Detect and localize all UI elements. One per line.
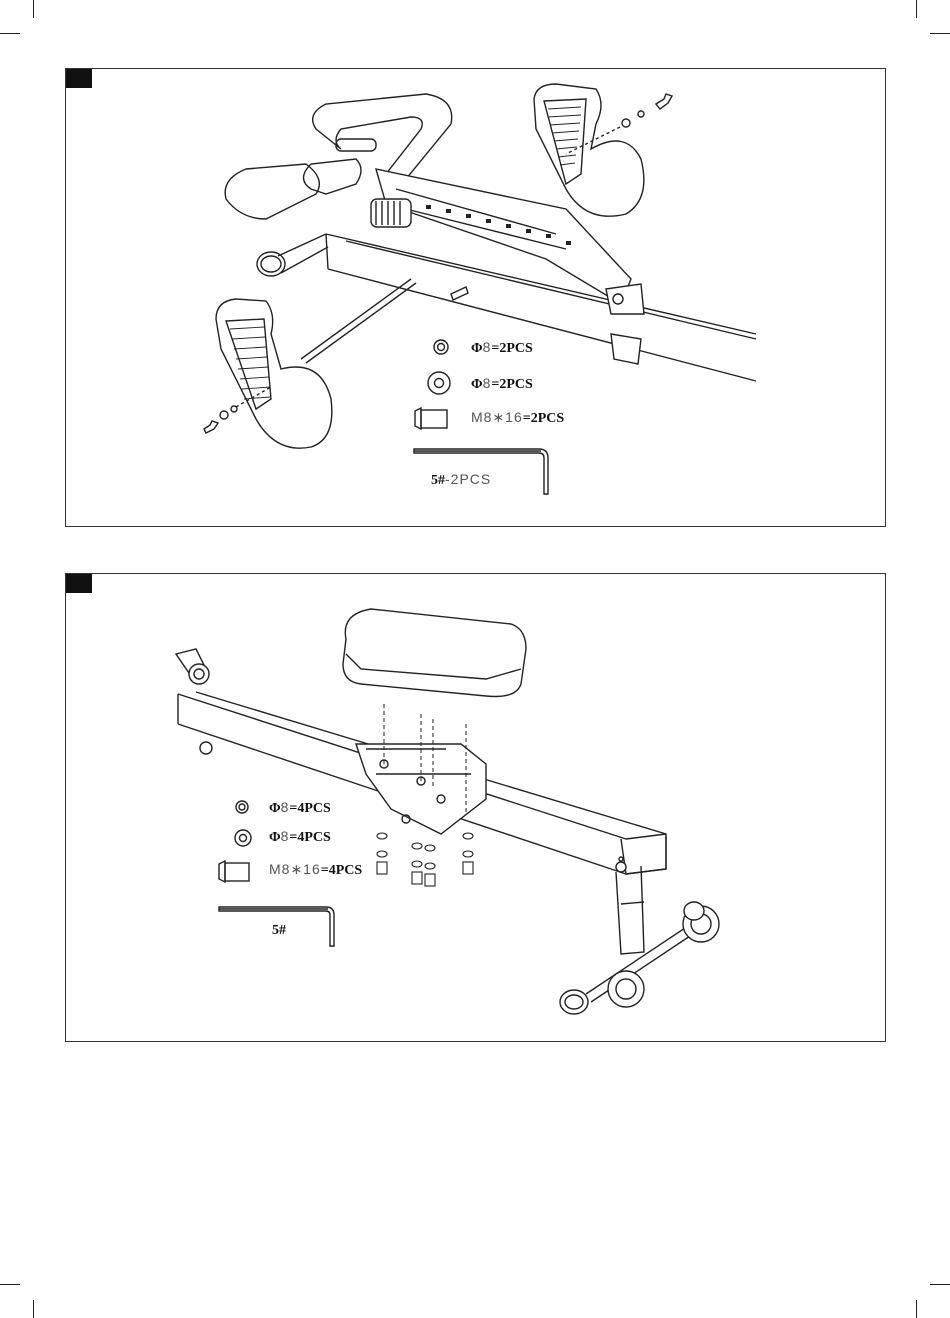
part-label-large-washer: Φ8=4PCS <box>269 828 331 846</box>
part-label-small-washer: Φ8=2PCS <box>471 339 533 357</box>
small-washer-icon <box>236 801 248 813</box>
small-washer-icon <box>434 340 448 354</box>
bolt-icon <box>219 861 249 882</box>
bolt-icon <box>415 408 447 429</box>
crop-mark <box>916 0 917 18</box>
step-panel-1: Φ8=2PCS Φ8=2PCS M8∗16=2PCS 5#-2PCS <box>65 68 886 527</box>
crop-mark <box>33 1300 34 1318</box>
crop-mark <box>0 1284 20 1285</box>
tool-label-allen-key: 5# <box>272 923 286 939</box>
crop-mark <box>930 33 950 34</box>
crop-mark <box>0 33 20 34</box>
part-label-large-washer: Φ8=2PCS <box>471 375 533 393</box>
crop-mark <box>33 0 34 18</box>
crop-mark <box>930 1284 950 1285</box>
part-label-bolt: M8∗16=2PCS <box>471 409 564 427</box>
seat-assembly-illustration <box>66 574 885 1041</box>
step-panel-2: Φ8=4PCS Φ8=4PCS M8∗16=4PCS 5# <box>65 573 886 1042</box>
large-washer-icon <box>428 372 450 394</box>
tool-label-allen-key: 5#-2PCS <box>431 471 491 489</box>
pedal-assembly-illustration <box>66 69 885 526</box>
part-label-small-washer: Φ8=4PCS <box>269 799 331 817</box>
part-label-bolt: M8∗16=4PCS <box>269 861 362 879</box>
large-washer-icon <box>235 830 251 846</box>
crop-mark <box>916 1300 917 1318</box>
